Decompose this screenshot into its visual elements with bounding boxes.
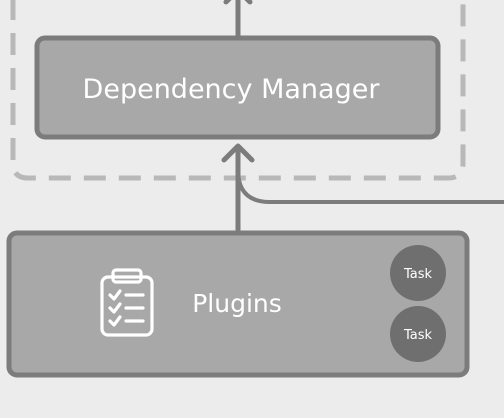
plugins-to-dependency-arrow — [221, 143, 255, 231]
plugins-label: Plugins — [192, 289, 282, 318]
task-badge: Task — [390, 306, 446, 362]
top-arrow — [223, 0, 253, 36]
task-label: Task — [403, 267, 433, 282]
task-badge: Task — [390, 245, 446, 301]
dependency-manager-node: Dependency Manager — [34, 35, 441, 140]
clipboard-checklist-icon — [100, 268, 154, 337]
dependency-manager-label: Dependency Manager — [83, 74, 381, 105]
task-label: Task — [403, 328, 433, 343]
external-connector — [236, 169, 504, 204]
plugins-node: Plugins Task Task — [6, 230, 470, 378]
